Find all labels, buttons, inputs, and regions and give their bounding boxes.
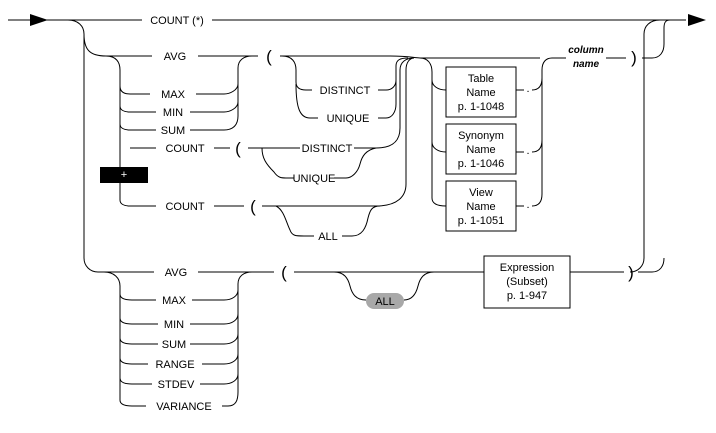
distinct-unique-rails <box>280 55 421 119</box>
view-box-line-1: View <box>469 187 493 199</box>
open-paren-3: ( <box>250 197 256 216</box>
all-keyword-2: ALL <box>375 296 395 308</box>
close-paren-2: ) <box>628 263 634 282</box>
count-keyword-2: COUNT <box>165 201 204 213</box>
min-keyword: MIN <box>163 107 183 119</box>
open-paren-2: ( <box>235 139 241 158</box>
expression-box-line-2: (Subset) <box>506 276 548 288</box>
lower-group-rails <box>98 257 665 407</box>
synonym-name-box: Synonym Name p. 1-1046 <box>445 123 517 175</box>
sum-keyword-2: SUM <box>162 339 186 351</box>
table-box-line-2: Name <box>466 87 495 99</box>
avg-keyword: AVG <box>164 51 186 63</box>
dot-3: . <box>526 199 529 211</box>
expression-box-line-1: Expression <box>500 262 554 274</box>
open-paren-1: ( <box>266 47 272 66</box>
count-star-keyword: COUNT (*) <box>150 15 204 27</box>
plus-marker <box>100 167 148 183</box>
stdev-keyword: STDEV <box>158 379 195 391</box>
synonym-box-line-3: p. 1-1046 <box>458 158 504 170</box>
range-keyword: RANGE <box>155 359 194 371</box>
variance-keyword: VARIANCE <box>156 401 211 413</box>
sum-keyword: SUM <box>161 125 185 137</box>
start-arrow-icon <box>30 14 48 26</box>
end-arrow-icon <box>688 14 706 26</box>
view-box-line-3: p. 1-1051 <box>458 215 504 227</box>
open-paren-4: ( <box>281 263 287 282</box>
synonym-box-line-1: Synonym <box>458 130 504 142</box>
column-name-line-2: name <box>573 59 600 70</box>
dot-2: . <box>526 145 529 157</box>
distinct-keyword-1: DISTINCT <box>320 85 371 97</box>
count-keyword-1: COUNT <box>165 143 204 155</box>
table-choice-rails <box>419 19 671 207</box>
min-keyword-2: MIN <box>164 319 184 331</box>
all-keyword-1: ALL <box>318 231 338 243</box>
distinct-keyword-2: DISTINCT <box>302 143 353 155</box>
table-name-box: Table Name p. 1-1048 <box>445 66 517 118</box>
synonym-box-line-2: Name <box>466 144 495 156</box>
main-rail <box>8 19 686 273</box>
max-keyword: MAX <box>161 89 186 101</box>
close-paren-1: ) <box>631 48 637 67</box>
all-highlight <box>366 293 404 309</box>
dot-1: . <box>526 83 529 95</box>
aggregate-group-rails <box>83 33 415 237</box>
unique-keyword-1: UNIQUE <box>327 113 370 125</box>
expression-box: Expression (Subset) p. 1-947 <box>483 255 571 309</box>
expression-box-line-3: p. 1-947 <box>507 290 547 302</box>
avg-keyword-2: AVG <box>165 267 187 279</box>
plus-icon: + <box>121 169 127 181</box>
column-name-line-1: column <box>568 45 604 56</box>
view-name-box: View Name p. 1-1051 <box>445 180 517 232</box>
view-box-line-2: Name <box>466 201 495 213</box>
table-box-line-1: Table <box>468 73 494 85</box>
unique-keyword-2: UNIQUE <box>293 173 336 185</box>
max-keyword-2: MAX <box>162 295 187 307</box>
table-box-line-3: p. 1-1048 <box>458 101 504 113</box>
